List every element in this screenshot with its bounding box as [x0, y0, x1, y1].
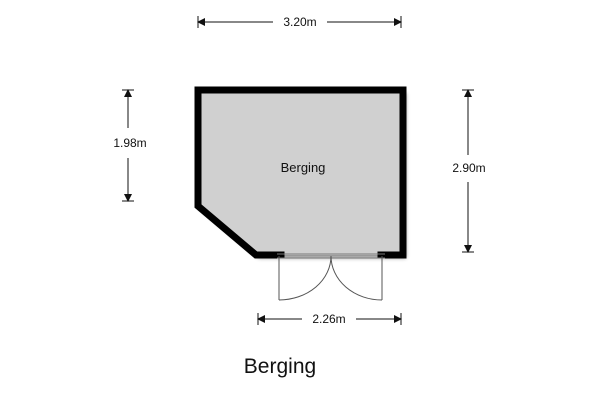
dimension-top-label: 3.20m [283, 15, 316, 29]
dimension-bottom: 2.26m [257, 312, 402, 326]
dimension-right-label: 2.90m [452, 161, 485, 175]
room-floor [198, 90, 403, 255]
room-walls [194, 86, 407, 259]
room-label: Berging [281, 160, 326, 175]
dimension-right: 2.90m [452, 89, 486, 253]
plan-title: Berging [244, 355, 316, 378]
dimension-left: 1.98m [113, 89, 147, 202]
dimension-top: 3.20m [197, 15, 402, 29]
dimension-left-label: 1.98m [113, 136, 146, 150]
double-door [277, 253, 385, 301]
dimension-bottom-label: 2.26m [312, 312, 345, 326]
